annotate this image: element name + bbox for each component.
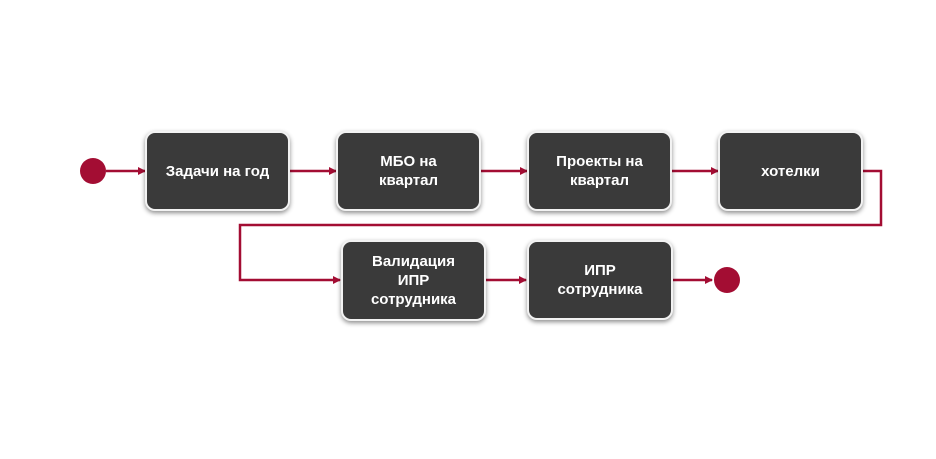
node-ipr-employee-label: ИПР сотрудника bbox=[557, 262, 643, 298]
node-projects-quarter-label: Проекты на квартал bbox=[556, 153, 643, 189]
end-node bbox=[714, 267, 740, 293]
node-ipr-employee: ИПР сотрудника bbox=[527, 240, 673, 320]
node-projects-quarter: Проекты на квартал bbox=[527, 131, 672, 211]
node-validation-ipr-label: Валидация ИПР сотрудника bbox=[370, 253, 457, 308]
node-validation-ipr: Валидация ИПР сотрудника bbox=[341, 240, 486, 321]
start-node bbox=[80, 158, 106, 184]
node-tasks-year: Задачи на год bbox=[145, 131, 290, 211]
node-mbo-quarter: МБО на квартал bbox=[336, 131, 481, 211]
node-wishes: хотелки bbox=[718, 131, 863, 211]
node-mbo-quarter-label: МБО на квартал bbox=[378, 153, 439, 189]
arrow-wishes-to-validation bbox=[238, 169, 883, 284]
node-tasks-year-label: Задачи на год bbox=[165, 162, 270, 180]
node-wishes-label: хотелки bbox=[761, 162, 820, 180]
